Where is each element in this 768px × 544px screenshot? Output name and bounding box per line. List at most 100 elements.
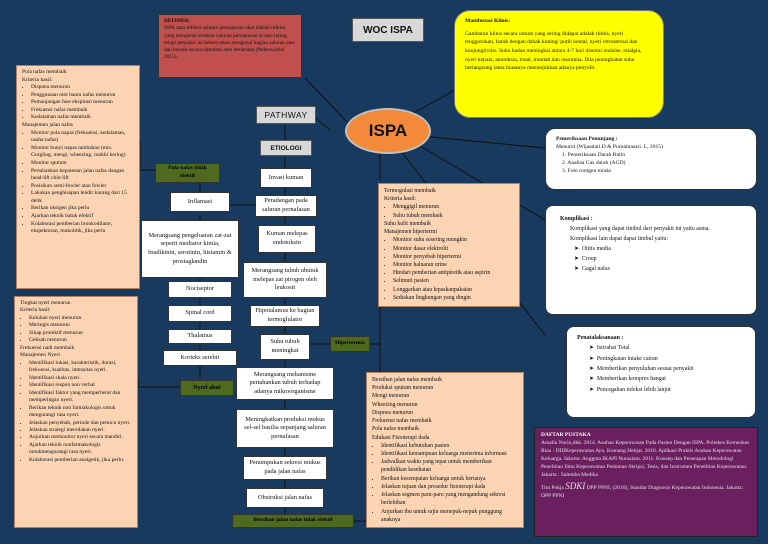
left1-bullet: Pertahankan kepatenan jalan nafas dangan… (31, 168, 134, 183)
right2-line: Edukasi Fisioterapi dada (372, 434, 430, 441)
right2-line: Mengi menurun (372, 393, 410, 400)
definisi-box: DEFINISI; ISPA atau infeksi saluran pern… (158, 14, 302, 78)
intervensi-hipertermi: Termogulasi membaik Kriteria hasil: Meng… (378, 183, 520, 307)
pustaka-heading: DAFTAR PUSTAKA (541, 432, 591, 438)
pemeriksaan-item: 2. Analisa Gas darah (AGD) (562, 160, 626, 167)
right2-bullet: Identifikasi kemampuan keluarga menerima… (381, 450, 518, 458)
right2-line: Frekuensi nafas membaik (372, 418, 432, 425)
right2-line: Wheezing menurun (372, 401, 418, 408)
left1-bullet: Ajarkan teknik batuk efektif (31, 213, 134, 221)
arrow-bullet-icon: ➤ (589, 355, 594, 362)
flow-hipotalamus: Hipotalamus ke bagian termoglulator (250, 305, 320, 327)
right2-line: Dispnea menurun (372, 409, 414, 416)
right2-bullet: Jelaskan tujuan dan prosedur fisioterapi… (381, 483, 518, 491)
right1-line: Termogulasi membaik (384, 188, 436, 194)
left2-bullet: Anjurkan memonitor nyeri secara mandiri. (29, 434, 132, 441)
right1-line: Suhu kulit membaik (384, 220, 432, 227)
komplikasi-heading: Komplikasi : (560, 216, 593, 222)
komplikasi-sub: Komplikasi lain dapat dapat timbul yaitu… (570, 236, 668, 243)
pemeriksaan-box: Pemeriksaan Penunjang : Menurut (Wijaada… (545, 128, 757, 190)
manifestasi-box: Manifestasi Klinis: Gambaran klinis seca… (454, 10, 664, 118)
left2-bullet: Sikap protektif menurun (29, 330, 132, 337)
flow-pengeluaran-mediator: Merangsang pengeluaran zat-zat seperti m… (141, 220, 239, 278)
dx-hipertermia: Hipertermia (330, 336, 370, 352)
left2-bullet: Identifikasi skala nyeri. (29, 375, 132, 382)
left1-line: Pola nafas membaik (22, 69, 67, 75)
left2-bullet: Identifikasi lokasi, karakteristik, dura… (29, 360, 132, 375)
right2-bullet: Jelaskan segmen paru-paru yang mengandun… (381, 491, 518, 507)
flow-peradangan: Peradangan pada saluran pernafasan (255, 195, 317, 217)
left1-bullet: Monitor pola napas (frekuensi, kedalaman… (31, 130, 134, 145)
komplikasi-intro: Komplikasi yang dapat timbul dari penyak… (570, 226, 710, 233)
komplikasi-item: ➤ Croup (574, 256, 597, 263)
penatalaksanaan-item: ➤ Istirahat Total (589, 345, 630, 352)
left2-bullet: Meringis menurun (29, 322, 132, 329)
flow-penumpukan-sekresi: Penumpukan sekresi mukus pada jalan nafa… (243, 456, 327, 480)
right2-line: Produksi sputum menurun (372, 385, 434, 392)
left1-bullet: Frekuensi nafas membaik (31, 107, 134, 115)
right2-bullet: Identifikasi kebutuhan pasien (381, 442, 518, 450)
left2-bullet: Gelisah menurun (29, 337, 132, 344)
left2-bullet: Kolaborasi pemberian analgetik, jika per… (29, 457, 132, 464)
flow-korteks-serebri: Korteks serebri (163, 350, 237, 366)
left2-bullet: Jelaskan penyebab, periode dan pemicu ny… (29, 420, 132, 427)
flow-mekanisme-pertahanan: Merangsang mekanisme pertahankan tubuh t… (236, 367, 334, 400)
pathway-label: PATHWAY (256, 106, 316, 124)
left2-line: Manajemen Nyeri (20, 352, 60, 359)
komplikasi-box: Komplikasi : Komplikasi yang dapat timbu… (545, 205, 757, 315)
left1-bullet: Kolaborasi pemberian bronkodilator, eksp… (31, 221, 134, 236)
flow-obstruksi: Obstruksi jalan nafas (246, 488, 324, 508)
intervensi-bersihan-jalan-nafas: Bersihan jalan nafas membaik Produksi sp… (366, 372, 524, 528)
left2-line: Frekuensi nadi membaik (20, 344, 75, 351)
right1-bullet: Selimuti pasien (393, 277, 514, 285)
flow-produksi-mukus: Meningkatkan produksi mukus sel-sel basi… (236, 409, 334, 448)
sdki-label: SDKI (565, 480, 586, 491)
pustaka-text: Amalia Nurin,dkk. 2014. Asuhan Keperawat… (541, 439, 750, 478)
flow-merangsang-tubuh: Merangsang tubuh ubutuk melepas zat piro… (243, 262, 327, 298)
flow-inflamasi: Inflamasi (170, 192, 230, 212)
flow-suhu-tubuh: Suhu tubuh meningkat (260, 334, 310, 360)
penatalaksanaan-item: ➤ Peningkatan intake cairan (589, 355, 658, 362)
flow-spinal-cord: Spinal cord (168, 305, 232, 322)
penatalaksanaan-heading: Penatalaksanaan : (577, 335, 624, 341)
left1-bullet: Pemanjangan fase ekspirasi menurun (31, 99, 134, 107)
left1-bullet: Posisikan semi-fowler atau fowler (31, 183, 134, 191)
left1-bullet: Lakukan penghisapan lendir kurang dari 1… (31, 190, 134, 205)
pemeriksaan-heading: Pemeriksaan Penunjang : (556, 136, 618, 142)
ispa-center-node: ISPA (345, 108, 431, 154)
left2-line: Tingkat nyeri menurun (20, 300, 71, 306)
flow-nociseptor: Nociseptor (168, 281, 232, 298)
left2-bullet: Identifikasi respon non verbal (29, 382, 132, 389)
right1-bullet: Monitor haluaran urine (393, 261, 514, 269)
right2-line: Bersihan jalan nafas membaik (372, 377, 443, 383)
left1-bullet: Penggunaan otot bantu nafas menurun (31, 92, 134, 100)
left1-bullet: Kedalaman nafas membaik (31, 114, 134, 122)
manifestasi-heading: Manifestasi Klinis: (465, 18, 511, 24)
left1-bullet: Monitor sputum (31, 160, 134, 168)
left1-bullet: Berikan oksigen jika perlu (31, 205, 134, 213)
left1-line: Manajemen jalan nafas (22, 122, 74, 129)
right1-line: Kriteria hasil: (384, 196, 417, 203)
flow-thalamus: Thalamus (168, 329, 232, 344)
komplikasi-item: ➤ Gagal nafas (574, 266, 610, 273)
intervensi-nyeri: Tingkat nyeri menurun Kriteria hasil: Ke… (14, 296, 138, 528)
right1-line: Manajemen hipertermi (384, 229, 437, 236)
right1-bullet: Menggigil menurun (393, 203, 514, 211)
right2-line: Pola nafas membaik (372, 426, 420, 433)
flow-kuman-endotoksin: Kuman melepas endotoksin (258, 225, 316, 253)
right1-bullet: Longgarkan atau lepaskanpakaian (393, 286, 514, 294)
left1-line: Kriteria hasil: (22, 76, 53, 83)
penatalaksanaan-item: ➤ Memberikan penyuluhan sesuai penyakit (589, 365, 694, 372)
definisi-heading: DEFINISI; (164, 18, 190, 24)
right1-bullet: Suhu tubuh membaik (393, 212, 514, 220)
ispa-label: ISPA (368, 121, 408, 140)
right1-bullet: Monitor suhu sesering mungkin (393, 236, 514, 244)
arrow-bullet-icon: ➤ (589, 386, 594, 393)
pemeriksaan-item: 3. Foto rontgen toraks (562, 168, 612, 175)
right1-bullet: Monitor dasar elektrolit (393, 245, 514, 253)
left1-bullet: Monitor bunyi napas tambahan (mis. Gurgl… (31, 145, 134, 160)
arrow-bullet-icon: ➤ (574, 256, 579, 263)
pemeriksaan-item: 1. Pemeriksaan Darah Rutin (562, 152, 626, 159)
right2-bullet: Anjurkan ibu untuk rajin menepuk-nepuk p… (381, 508, 518, 524)
arrow-bullet-icon: ➤ (589, 345, 594, 352)
